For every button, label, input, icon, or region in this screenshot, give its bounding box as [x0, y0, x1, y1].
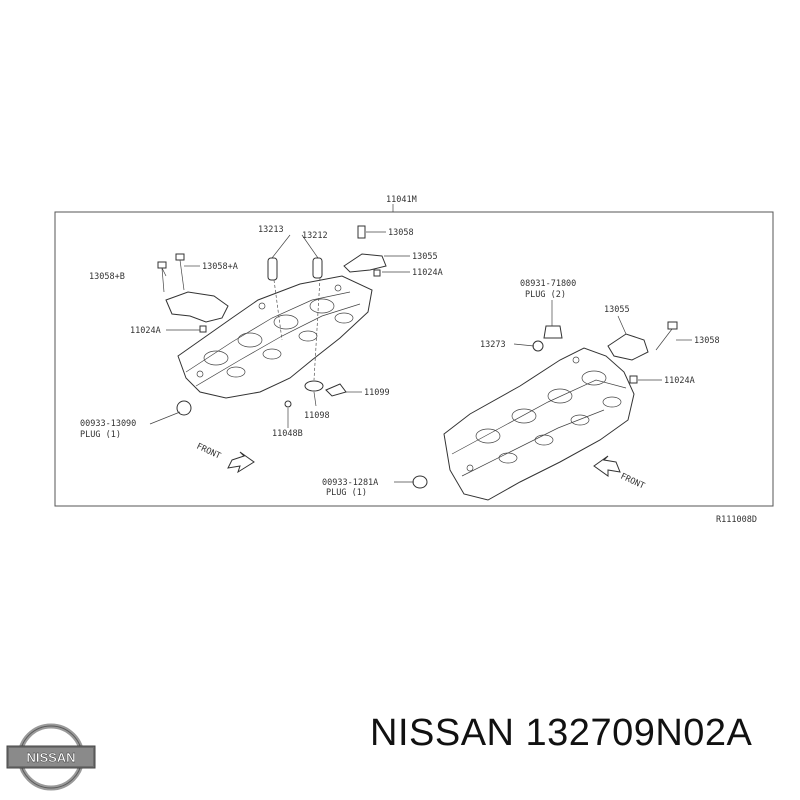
left-cylinder-head — [177, 275, 373, 399]
sensor-11024A-right — [629, 375, 638, 384]
nissan-logo: NISSAN — [6, 723, 96, 791]
left-cam-bracket — [165, 291, 229, 323]
callout-13055-right: 13055 — [604, 305, 630, 315]
callout-plug2: PLUG (2) — [525, 290, 566, 300]
plug-00933-13090 — [176, 400, 192, 416]
callout-11024A-left: 11024A — [130, 326, 161, 336]
gasket-11099 — [325, 383, 347, 397]
sensor-11024A-left — [199, 325, 207, 333]
callout-13213: 13213 — [258, 225, 284, 235]
right-cylinder-head — [443, 347, 635, 501]
callout-00933-1281A: 00933-1281A — [322, 478, 378, 488]
callout-11024A-top: 11024A — [412, 268, 443, 278]
callout-00933-13090: 00933-13090 — [80, 419, 136, 429]
dowel-11048B — [284, 400, 292, 408]
diagram-frame — [54, 211, 774, 507]
front-arrow-left: FRONT — [195, 442, 255, 474]
callout-13058A: 13058+A — [202, 262, 238, 272]
callout-08931-71800: 08931-71800 — [520, 279, 576, 289]
callout-11041M: 11041M — [386, 195, 417, 205]
front-label-left: FRONT — [195, 442, 222, 462]
bolt-13058-right — [655, 321, 678, 351]
seal-11098 — [304, 380, 324, 392]
bolt-13058A — [175, 253, 185, 291]
reference-code: R111008D — [716, 515, 757, 525]
front-label-right: FRONT — [619, 472, 646, 492]
callout-13058B: 13058+B — [89, 272, 125, 282]
callout-13273: 13273 — [480, 340, 506, 350]
plug-00933-1281A — [412, 475, 428, 489]
plug-08931-71800 — [543, 325, 563, 339]
callout-11024A-right: 11024A — [664, 376, 695, 386]
svg-text:NISSAN: NISSAN — [26, 750, 75, 765]
dowel-13212 — [312, 257, 323, 279]
callout-11099: 11099 — [364, 388, 390, 398]
front-arrow-right: FRONT — [593, 455, 646, 492]
part-number-label: NISSAN 132709N02A — [370, 712, 753, 754]
callout-13058-right: 13058 — [694, 336, 720, 346]
callout-13058-top: 13058 — [388, 228, 414, 238]
bolt-13058-top — [357, 225, 366, 239]
bracket-13055-top — [343, 253, 387, 273]
callout-11048B: 11048B — [272, 429, 303, 439]
callout-11098: 11098 — [304, 411, 330, 421]
dowel-13213 — [267, 257, 278, 281]
callout-13055-top: 13055 — [412, 252, 438, 262]
sensor-11024A-top — [373, 269, 381, 277]
bracket-13055-right — [607, 333, 649, 361]
bolt-13058B — [157, 261, 167, 293]
seal-13273 — [532, 340, 544, 352]
callout-13212: 13212 — [302, 231, 328, 241]
callout-plug1-right: PLUG (1) — [326, 488, 367, 498]
callout-plug1-left: PLUG (1) — [80, 430, 121, 440]
